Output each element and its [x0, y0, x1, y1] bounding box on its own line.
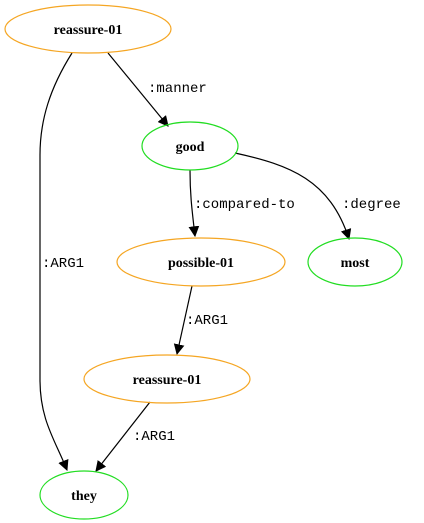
node-good: good: [141, 121, 239, 171]
node-possible: possible-01: [116, 237, 286, 287]
edge-label-compared-to: :compared-to: [194, 197, 295, 213]
edge-labels: :manner :ARG1 :compared-to :degree :ARG1…: [42, 81, 401, 445]
node-shape: [4, 4, 172, 54]
edge-label-arg1-inner: :ARG1: [133, 429, 175, 445]
edge-arg1-possible: [173, 285, 193, 356]
node-shape: [141, 121, 239, 171]
edge-label-arg1-root: :ARG1: [42, 256, 84, 272]
edge-label-degree: :degree: [342, 197, 401, 213]
node-shape: [83, 354, 251, 404]
edge-arg1-inner: [95, 401, 151, 472]
node-shape: [307, 237, 403, 287]
edge-label-manner: :manner: [148, 81, 207, 97]
node-they: they: [39, 470, 129, 520]
node-label: reassure-01: [133, 373, 202, 388]
node-shape: [116, 237, 286, 287]
node-most: most: [307, 237, 403, 287]
edge-compared-to: [188, 169, 200, 238]
edge-degree: [234, 152, 352, 241]
edge-manner: [107, 52, 169, 127]
edge-arg1-root: [39, 52, 73, 472]
node-label: possible-01: [168, 256, 234, 271]
node-reassure-inner: reassure-01: [83, 354, 251, 404]
node-label: most: [341, 256, 370, 271]
node-reassure-root: reassure-01: [4, 4, 172, 54]
node-shape: [39, 470, 129, 520]
node-label: they: [71, 489, 97, 504]
edge-label-arg1-possible: :ARG1: [186, 313, 228, 329]
node-label: good: [176, 140, 205, 155]
edges: [39, 52, 352, 472]
node-label: reassure-01: [54, 23, 123, 38]
